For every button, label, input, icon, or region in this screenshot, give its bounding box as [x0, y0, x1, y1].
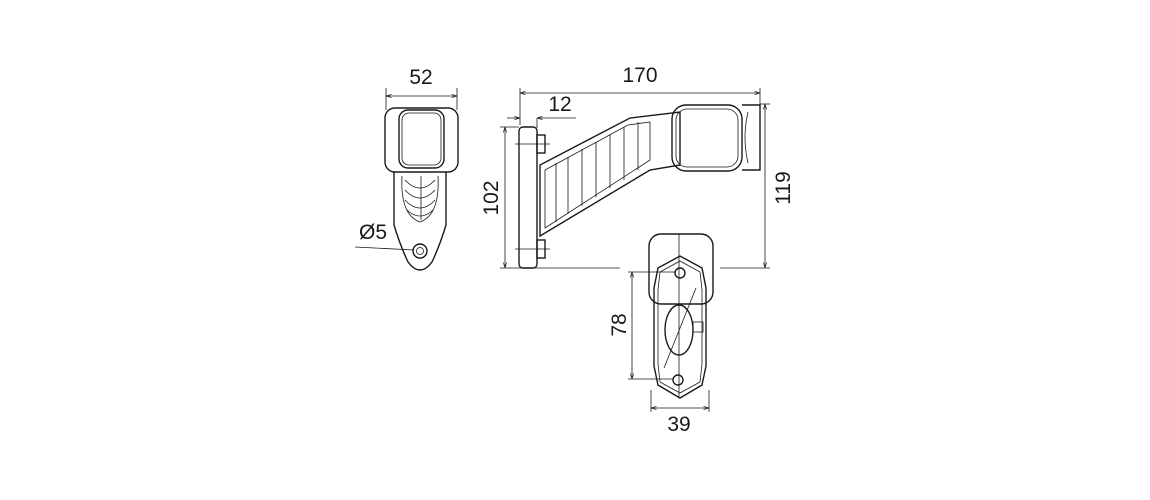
- lamp-head: [384, 107, 459, 173]
- screw-hole-bottom: [672, 374, 684, 386]
- lamp-head: [671, 104, 743, 172]
- screw-hole-top: [674, 267, 686, 279]
- dim-total-height-label: 119: [772, 171, 795, 204]
- dim-hole-label: Ø5: [359, 221, 387, 244]
- bottom-view: 78 39: [608, 233, 714, 436]
- dim-offset-label: 12: [548, 93, 571, 116]
- mounting-base: [653, 255, 707, 399]
- mounting-hole: [412, 243, 428, 259]
- base-plate: [518, 126, 538, 269]
- front-view: 52 Ø5: [354, 66, 459, 271]
- dim-width-label: 39: [667, 413, 690, 436]
- dim-hole-spacing-label: 78: [608, 313, 631, 336]
- dim-length-label: 170: [622, 64, 657, 87]
- dim-base-height-label: 102: [480, 180, 503, 215]
- side-view: 170 12 102 119: [480, 64, 795, 269]
- dim-width-label: 52: [409, 66, 432, 89]
